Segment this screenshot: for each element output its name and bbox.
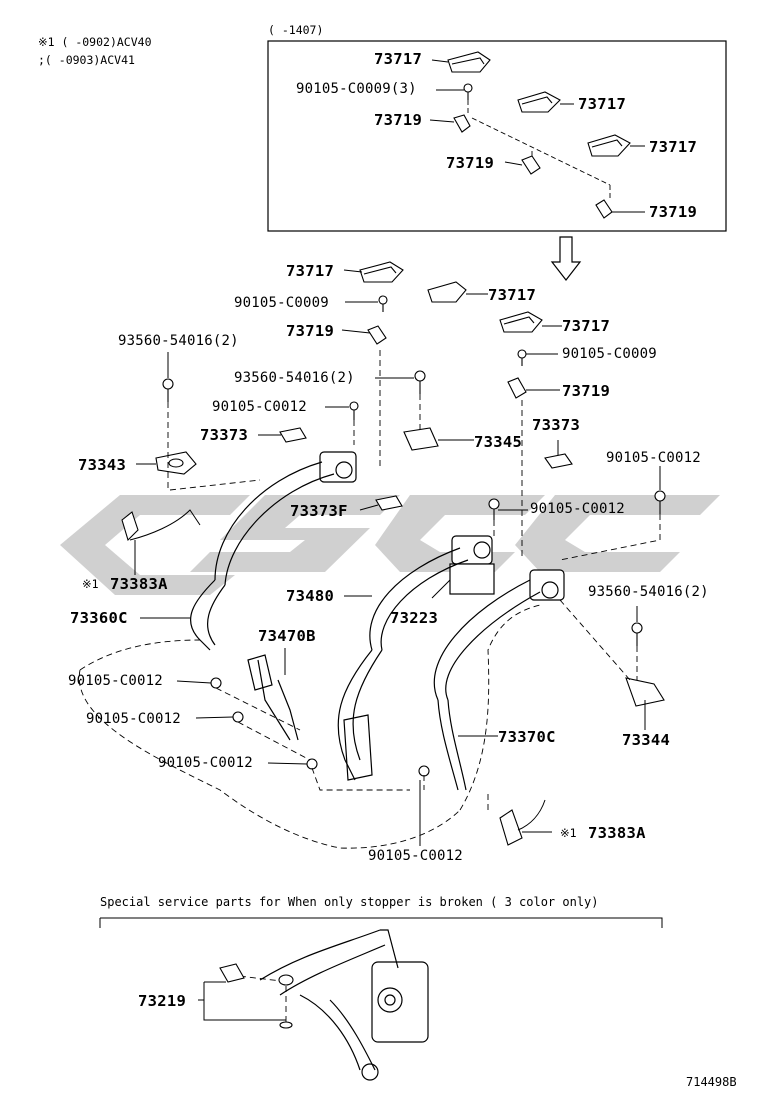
- part-label-73717[interactable]: 73717: [562, 317, 611, 335]
- part-label-73717[interactable]: 73717: [578, 95, 627, 113]
- part-label-90105-c0012[interactable]: 90105-C0012: [68, 673, 163, 689]
- note-mark: ※1: [560, 826, 577, 840]
- part-label-93560-54016[interactable]: 93560-54016(2): [234, 370, 355, 386]
- part-label-73223[interactable]: 73223: [390, 609, 439, 627]
- inset-parts: [447, 51, 631, 219]
- part-label-90105-c0012[interactable]: 90105-C0012: [158, 755, 253, 771]
- part-label-73373[interactable]: 73373: [532, 416, 581, 434]
- part-label-93560-54016[interactable]: 93560-54016(2): [588, 584, 709, 600]
- part-label-73470b[interactable]: 73470B: [258, 627, 316, 645]
- inset-leaders: [429, 59, 645, 213]
- note-line-1: ※1 ( -0902)ACV40: [38, 35, 152, 49]
- inset-frame: [267, 40, 727, 232]
- part-label-73717[interactable]: 73717: [374, 50, 423, 68]
- sensor-wires: [129, 509, 546, 831]
- note-mark: ※1: [82, 577, 99, 591]
- part-label-73383a[interactable]: 73383A: [110, 575, 168, 593]
- part-label-73719[interactable]: 73719: [446, 154, 495, 172]
- part-label-90105-c0009[interactable]: 90105-C0009: [562, 346, 657, 362]
- belt-webbings: [190, 461, 541, 1081]
- part-label-73345[interactable]: 73345: [474, 433, 523, 451]
- retractor-assemblies: [319, 451, 565, 1043]
- part-label-73717[interactable]: 73717: [286, 262, 335, 280]
- part-label-73719[interactable]: 73719: [649, 203, 698, 221]
- part-label-73360c[interactable]: 73360C: [70, 609, 128, 627]
- part-label-90105-c0009[interactable]: 90105-C0009(3): [296, 81, 417, 97]
- part-label-73717[interactable]: 73717: [488, 286, 537, 304]
- part-label-73373[interactable]: 73373: [200, 426, 249, 444]
- body-outline-dashes: [78, 350, 661, 1022]
- inset-range-note: ( -1407): [268, 23, 324, 37]
- part-label-73719[interactable]: 73719: [562, 382, 611, 400]
- part-label-73370c[interactable]: 73370C: [498, 728, 556, 746]
- label-leaders: [134, 269, 661, 1021]
- part-label-73719[interactable]: 73719: [286, 322, 335, 340]
- part-label-90105-c0012[interactable]: 90105-C0012: [86, 711, 181, 727]
- part-label-73344[interactable]: 73344: [622, 731, 671, 749]
- part-label-90105-c0012[interactable]: 90105-C0012: [368, 848, 463, 864]
- part-label-73219[interactable]: 73219: [138, 992, 187, 1010]
- special-service-caption: Special service parts for When only stop…: [100, 895, 599, 909]
- special-section-frame: [99, 917, 663, 928]
- part-label-73717[interactable]: 73717: [649, 138, 698, 156]
- part-label-73719[interactable]: 73719: [374, 111, 423, 129]
- part-label-90105-c0012[interactable]: 90105-C0012: [530, 501, 625, 517]
- part-label-90105-c0012[interactable]: 90105-C0012: [212, 399, 307, 415]
- part-label-73383a[interactable]: 73383A: [588, 824, 646, 842]
- part-label-90105-c0009[interactable]: 90105-C0009: [234, 295, 329, 311]
- down-arrow-icon: [550, 236, 582, 281]
- part-label-90105-c0012[interactable]: 90105-C0012: [606, 450, 701, 466]
- main-trim-parts: [121, 261, 666, 846]
- part-label-73480[interactable]: 73480: [286, 587, 335, 605]
- inset-leader-dashes: [467, 100, 611, 200]
- part-label-93560-54016[interactable]: 93560-54016(2): [118, 333, 239, 349]
- stopper-parts: [219, 963, 294, 1029]
- figure-code: 714498B: [686, 1075, 737, 1089]
- part-label-73343[interactable]: 73343: [78, 456, 127, 474]
- watermark-logo: [60, 495, 720, 595]
- part-label-73373f[interactable]: 73373F: [290, 502, 348, 520]
- note-line-2: ;( -0903)ACV41: [38, 53, 135, 67]
